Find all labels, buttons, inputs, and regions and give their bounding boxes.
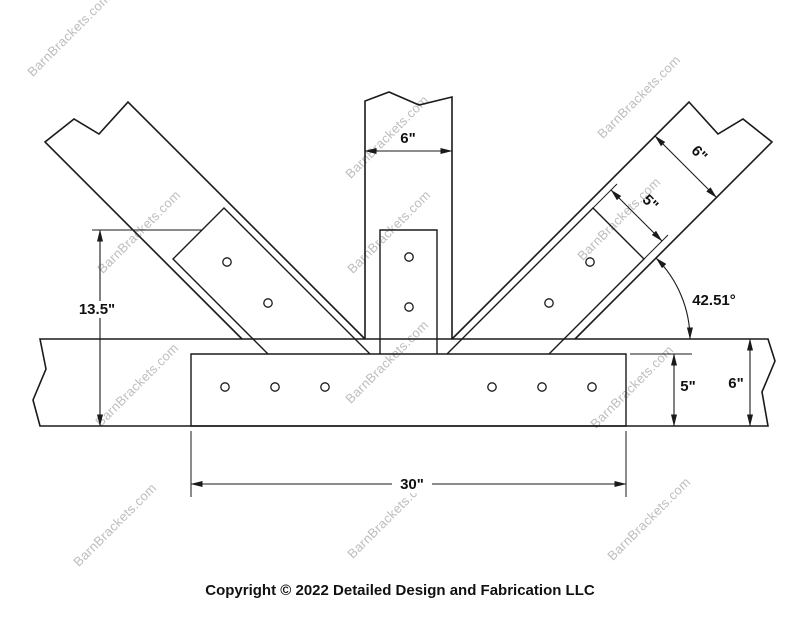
dimension-line-brace-width [654, 135, 717, 198]
left-brace-outline [43, 100, 366, 340]
watermark-text: BarnBrackets.com [344, 187, 433, 276]
right-brace-outline [451, 100, 774, 340]
beam-outline [32, 338, 776, 427]
left-diagonal-plate-outline [172, 207, 371, 355]
bolt-hole [263, 298, 273, 308]
bolt-hole [404, 302, 414, 312]
timber-members [32, 91, 776, 427]
watermark-text: BarnBrackets.com [92, 340, 181, 429]
bolt-hole [487, 382, 497, 392]
watermark-text: BarnBrackets.com [587, 342, 676, 431]
extension-line [643, 234, 669, 260]
dimension-arc-brace-angle [655, 257, 693, 340]
bolt-hole [585, 257, 595, 267]
dimension-label-brace-angle: 42.51° [692, 292, 736, 309]
bolt-hole [404, 252, 414, 262]
post-outline [364, 91, 453, 339]
bolt-hole [537, 382, 547, 392]
dimension-label-post-width: 6" [400, 130, 415, 147]
bolt-holes [220, 252, 597, 392]
dimension-line-diagonal-plate-width [610, 189, 663, 242]
dimension-label-beam-plate-length: 30" [400, 476, 424, 493]
bottom-plate-outline [190, 353, 627, 427]
bolt-hole [220, 382, 230, 392]
dimension-label-overall-height: 13.5" [79, 301, 115, 318]
bolt-hole [222, 257, 232, 267]
watermark-text: BarnBrackets.com [342, 92, 431, 181]
bolt-hole [544, 298, 554, 308]
watermark-text: BarnBrackets.com [24, 0, 113, 79]
dimension-label-background [74, 301, 120, 318]
watermark-text: BarnBrackets.com [594, 52, 683, 141]
dimension-label-background [392, 476, 432, 493]
dimension-label-brace-width: 6" [688, 142, 711, 165]
dimension-annotations: 6" 6" 5" 42.51° 13.5" 5" 6" [74, 130, 753, 497]
bolt-hole [587, 382, 597, 392]
watermark-text: BarnBrackets.com [604, 474, 693, 563]
dimension-label-beam-plate-height: 5" [680, 378, 695, 395]
extension-line [592, 183, 618, 209]
copyright-line: Copyright © 2022 Detailed Design and Fab… [205, 582, 595, 599]
bolt-hole [270, 382, 280, 392]
watermark-text: BarnBrackets.com [70, 480, 159, 569]
watermark-text: BarnBrackets.com [94, 187, 183, 276]
bolt-hole [320, 382, 330, 392]
center-plate-outline [379, 229, 438, 354]
dimension-label-beam-height: 6" [728, 375, 743, 392]
right-diagonal-plate-outline [446, 207, 645, 355]
bracket-plates [172, 207, 645, 427]
watermark-text: BarnBrackets.com [574, 174, 663, 263]
